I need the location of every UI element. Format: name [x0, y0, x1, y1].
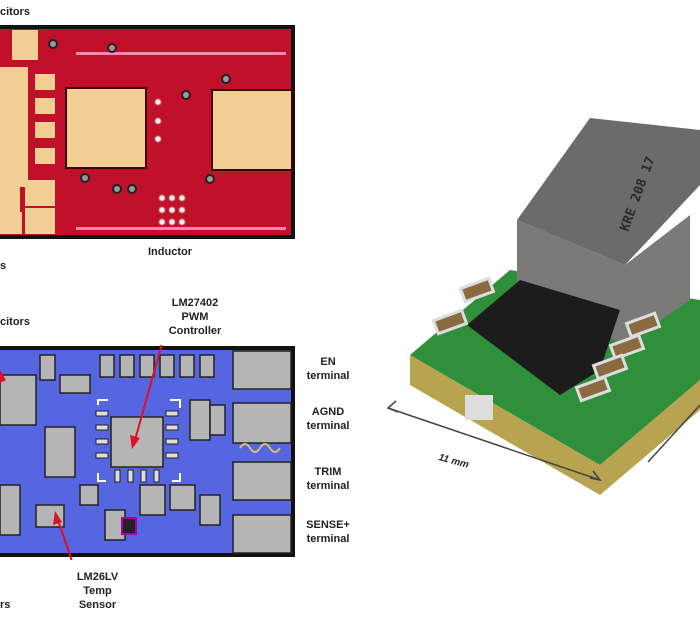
- terminal-pad-agnd: [232, 402, 292, 444]
- terminal-pad-en: [232, 350, 292, 390]
- caption-inductor: Inductor: [148, 246, 192, 258]
- caption-top-capacitors: citors: [0, 6, 30, 18]
- inductor-pad-left: [65, 87, 147, 169]
- dimension-line-width: [647, 404, 700, 463]
- inductor-top: [517, 118, 700, 265]
- pcb-base-side: [410, 355, 700, 495]
- sensor-arrow: [57, 519, 73, 560]
- bottom-pcb-layout: [0, 345, 295, 560]
- caption-top-left: s: [0, 260, 7, 272]
- controller-arrow: [134, 345, 163, 441]
- controller-chip: [467, 280, 620, 395]
- terminal-pad-trim: [232, 461, 292, 501]
- caption-controller: LM27402 PWM Controller: [168, 297, 222, 337]
- caption-bottom-capacitors: citors: [0, 316, 30, 328]
- caption-temp-sensor: LM26LV Temp Sensor: [76, 571, 119, 611]
- caption-bottom-left: rs: [0, 599, 11, 611]
- capacitors: [431, 276, 662, 403]
- inductor-pad-right: [211, 89, 293, 171]
- terminal-pad-sense: [232, 514, 292, 554]
- top-pcb-layout: [0, 25, 295, 239]
- terminal-label-sense: SENSE+terminal: [306, 519, 350, 545]
- dimension-line-length: [387, 407, 601, 481]
